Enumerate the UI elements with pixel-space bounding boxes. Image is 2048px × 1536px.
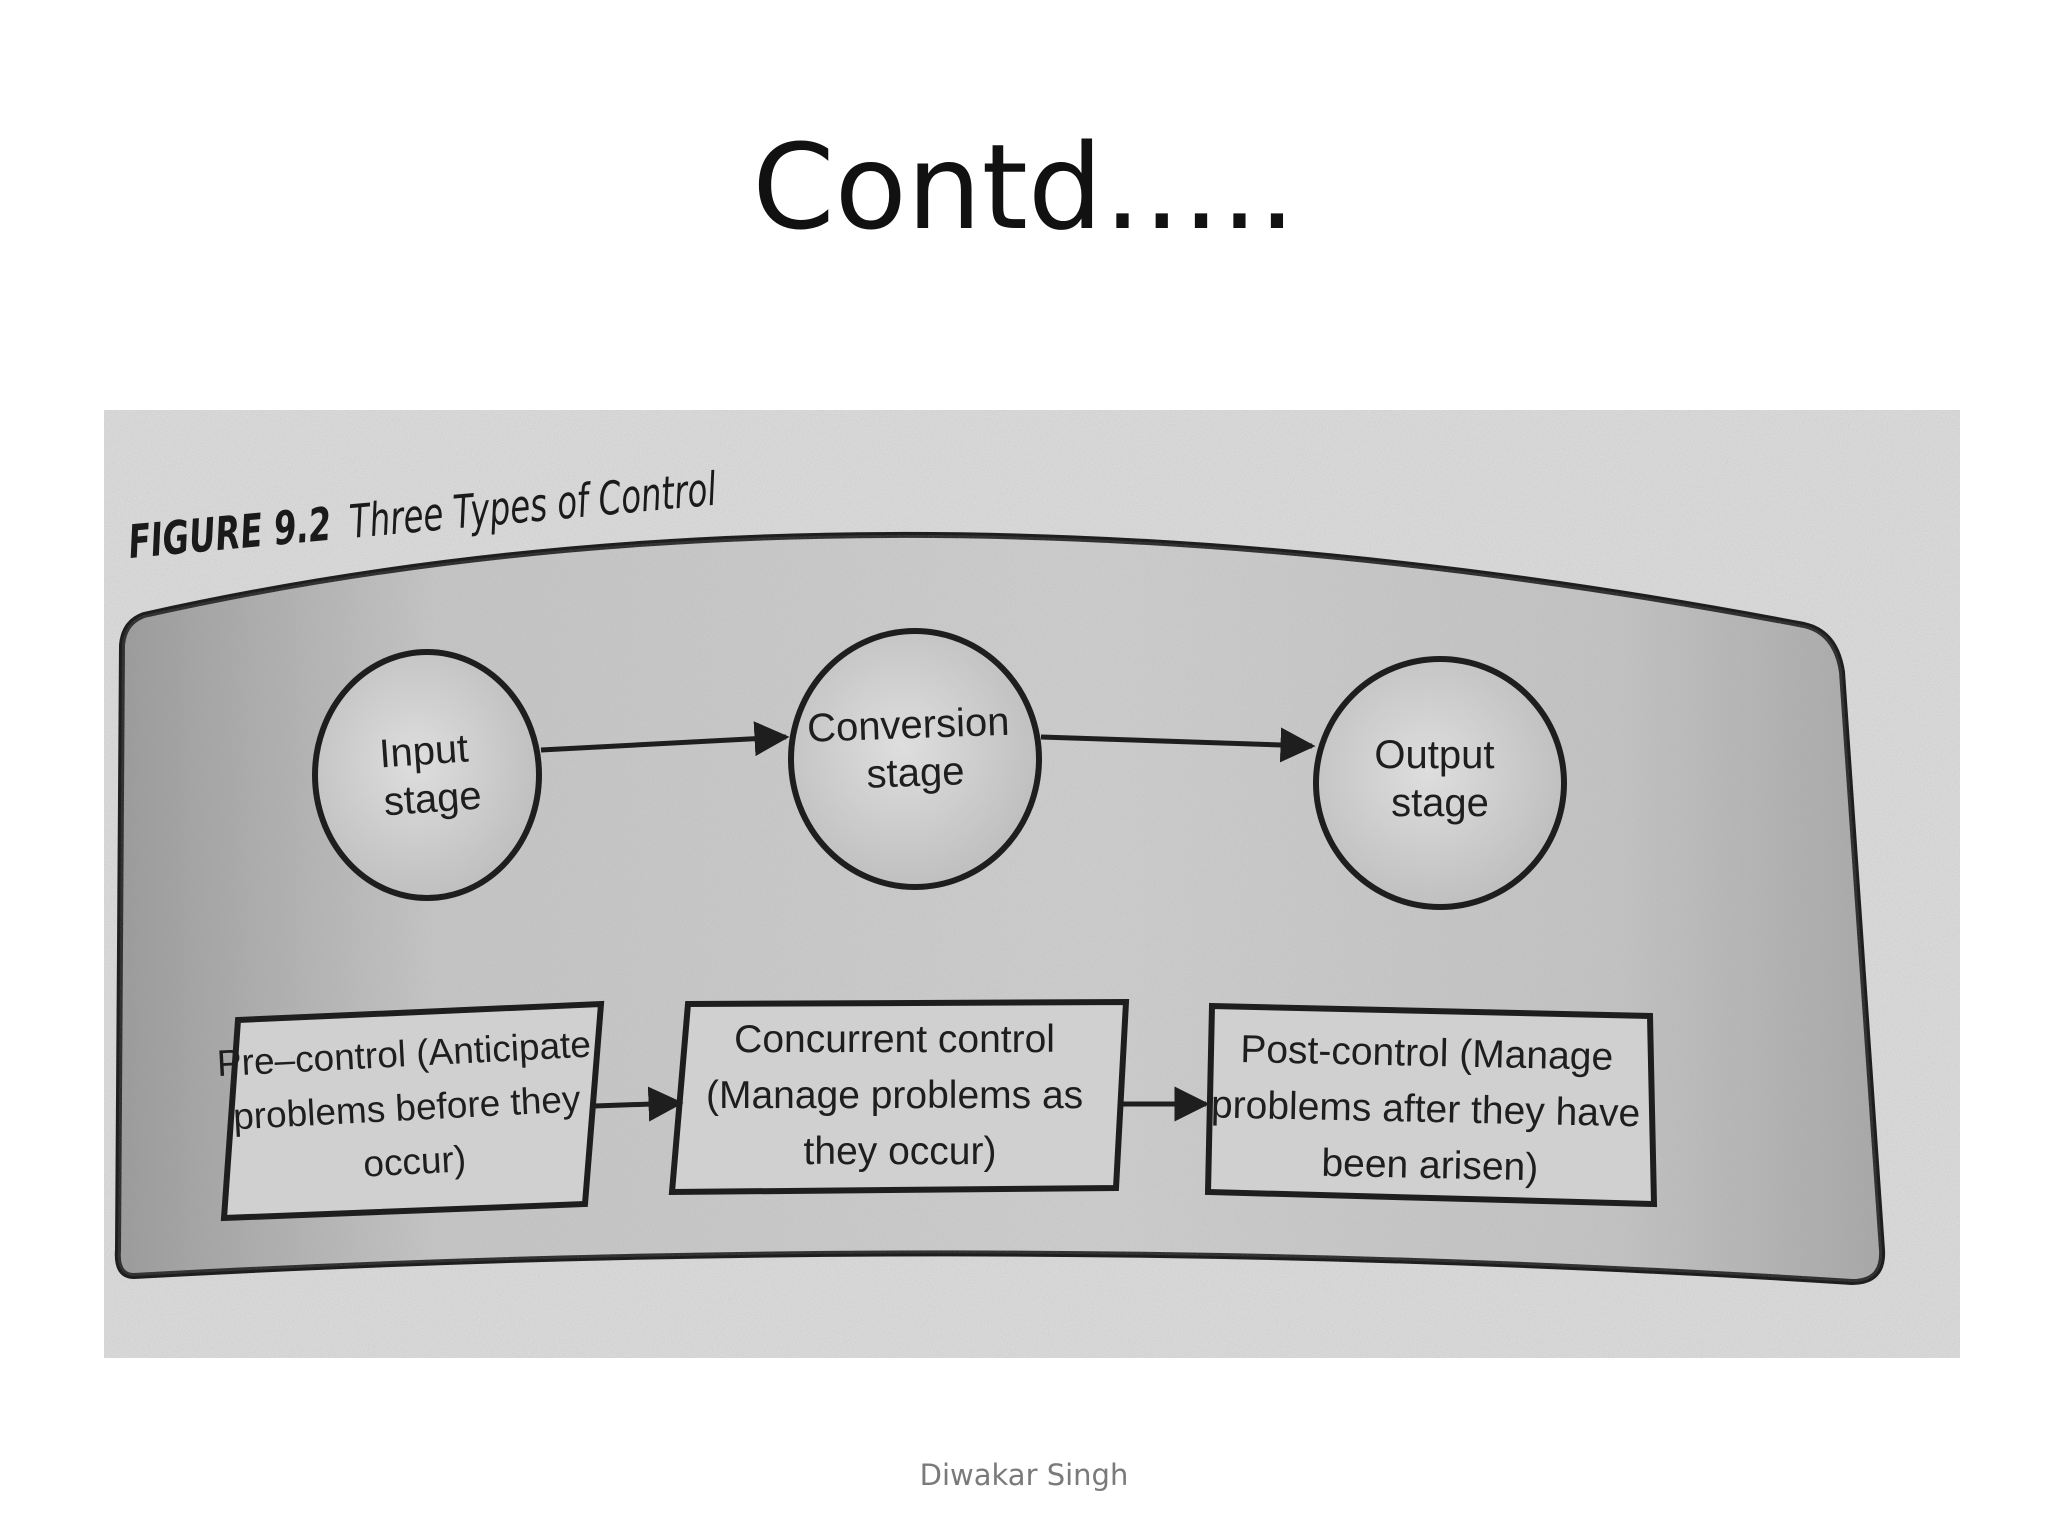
stage-conversion-line1: Conversion xyxy=(806,700,1010,751)
stage-input-line1: Input xyxy=(378,726,470,776)
arrow-pre-to-concurrent xyxy=(593,1086,684,1122)
stage-output: Output stage xyxy=(1313,656,1567,910)
stage-input-line2: stage xyxy=(382,774,483,825)
svg-text:Conversion stage: Conversion stage xyxy=(806,699,1023,798)
control-post-line2: problems after they have xyxy=(1211,1083,1641,1135)
svg-text:Post-control (Manage p: Post-control (Manage problems after they… xyxy=(1209,1027,1652,1191)
control-post-box xyxy=(1204,1002,1658,1208)
stage-conversion-circle xyxy=(788,628,1042,890)
control-post: Post-control (Manage problems after they… xyxy=(1204,1002,1658,1208)
svg-text:Output stage: Output stage xyxy=(1374,733,1505,825)
stage-output-line2: stage xyxy=(1391,781,1489,825)
control-concurrent: Concurrent control (Manage problems as t… xyxy=(668,998,1130,1196)
slide-title: Contd….. xyxy=(752,118,1296,256)
three-types-of-control-diagram: FIGURE 9.2 Three Types of Control Input … xyxy=(104,410,1960,1358)
control-post-line3: been arisen) xyxy=(1321,1142,1539,1190)
svg-text:Input stage: Input stage xyxy=(378,726,484,825)
stage-output-line1: Output xyxy=(1374,733,1494,777)
figure-photo: FIGURE 9.2 Three Types of Control Input … xyxy=(104,410,1960,1358)
stage-output-circle xyxy=(1313,656,1567,910)
stage-input-circle xyxy=(312,649,542,901)
arrow-input-to-conversion xyxy=(540,721,790,757)
control-concurrent-line3: they occur) xyxy=(804,1130,997,1173)
svg-text:Concurrent control (Ma: Concurrent control (Manage problems as t… xyxy=(706,1018,1094,1173)
stage-conversion: Conversion stage xyxy=(788,628,1042,890)
slide-footer: Diwakar Singh xyxy=(919,1458,1129,1492)
control-pre-line3: occur) xyxy=(362,1138,467,1184)
stage-input: Input stage xyxy=(312,649,542,901)
control-concurrent-line2: (Manage problems as xyxy=(706,1074,1083,1117)
control-concurrent-line1: Concurrent control xyxy=(734,1018,1055,1061)
arrow-conversion-to-output xyxy=(1040,727,1316,763)
control-pre: Pre–control (Anticipate problems before … xyxy=(216,1000,605,1222)
control-pre-box xyxy=(220,1000,605,1222)
control-post-line1: Post-control (Manage xyxy=(1240,1028,1614,1079)
control-concurrent-box xyxy=(668,998,1130,1196)
stage-conversion-line2: stage xyxy=(866,749,965,796)
